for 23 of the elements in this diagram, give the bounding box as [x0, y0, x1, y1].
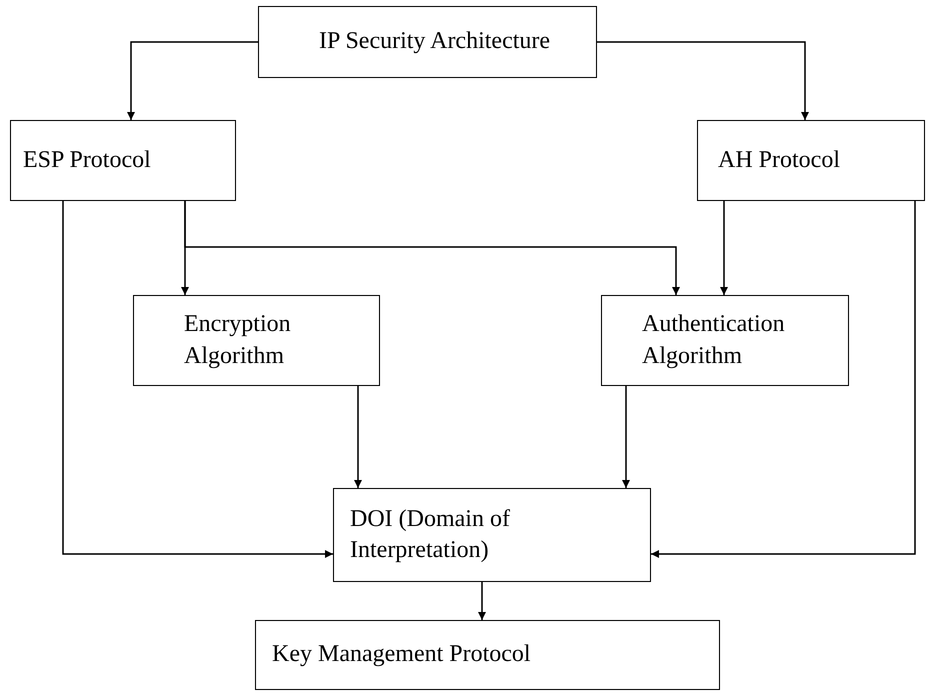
- arrow: [720, 201, 728, 295]
- arrow: [62, 201, 333, 558]
- process-box: [697, 120, 925, 201]
- process-box: [258, 6, 597, 78]
- box-label: AH Protocol: [718, 146, 841, 175]
- process-box: [133, 295, 380, 386]
- box-label: IP Security Architecture: [319, 27, 552, 56]
- arrow: [651, 201, 916, 558]
- arrow: [354, 386, 362, 488]
- arrow: [622, 386, 630, 488]
- arrow: [478, 582, 486, 620]
- arrow: [184, 201, 680, 295]
- box-label: ESP Protocol: [23, 146, 152, 175]
- process-box: [333, 488, 651, 582]
- box-label: Encryption Algorithm: [184, 310, 292, 370]
- arrow: [597, 41, 809, 120]
- arrow: [127, 41, 258, 120]
- box-label: DOI (Domain of Interpretation): [350, 504, 511, 565]
- box-label: Authentication Algorithm: [642, 310, 786, 370]
- process-box: [255, 620, 720, 690]
- process-box: [10, 120, 236, 201]
- process-box: [601, 295, 849, 386]
- box-label: Key Management Protocol: [272, 640, 532, 670]
